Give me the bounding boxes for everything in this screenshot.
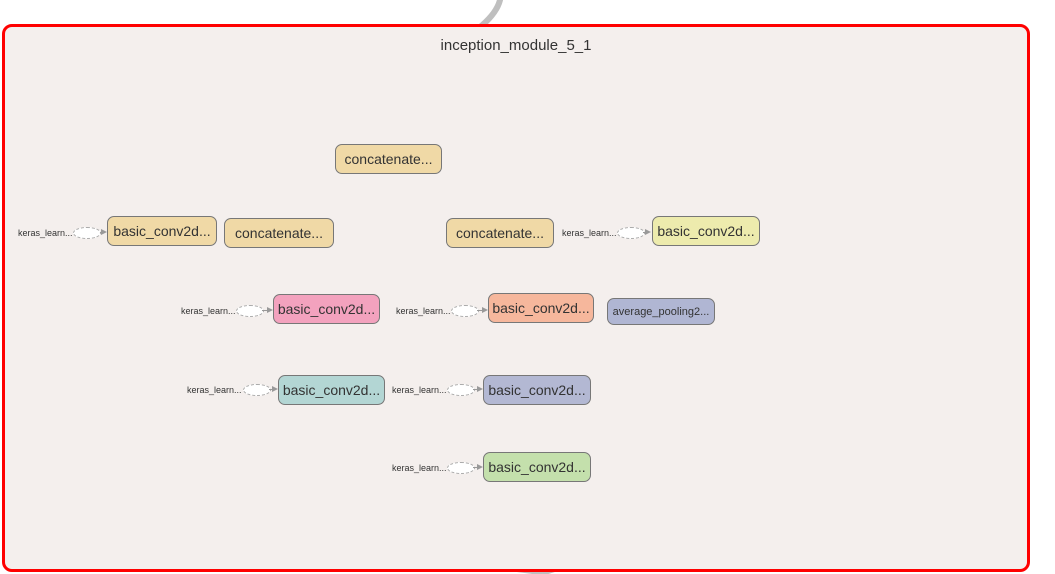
- keras-learning-ellipse[interactable]: [447, 384, 475, 396]
- concatenate-node-top[interactable]: concatenate...: [335, 144, 442, 174]
- input-arrow: [643, 229, 651, 235]
- keras-learning-label: keras_learn...: [392, 463, 447, 473]
- basic-conv2d-node-right[interactable]: basic_conv2d...: [652, 216, 760, 246]
- input-arrow: [100, 229, 107, 235]
- keras-learning-label: keras_learn...: [562, 228, 617, 238]
- basic-conv2d-node-pink[interactable]: basic_conv2d...: [273, 294, 380, 324]
- basic-conv2d-node-teal[interactable]: basic_conv2d...: [278, 375, 385, 405]
- keras-learning-label: keras_learn...: [181, 306, 236, 316]
- keras-learning-label: keras_learn...: [187, 385, 242, 395]
- concatenate-node-left[interactable]: concatenate...: [224, 218, 334, 248]
- keras-learning-ellipse[interactable]: [236, 305, 264, 317]
- basic-conv2d-node-orange[interactable]: basic_conv2d...: [488, 293, 594, 323]
- input-arrow: [269, 386, 278, 392]
- average-pooling2d-node[interactable]: average_pooling2...: [607, 298, 715, 325]
- module-title: inception_module_5_1: [440, 37, 592, 54]
- input-arrow: [477, 307, 488, 313]
- keras-learning-ellipse[interactable]: [73, 227, 101, 239]
- keras-learning-ellipse[interactable]: [617, 227, 645, 239]
- keras-learning-label: keras_learn...: [18, 228, 73, 238]
- keras-learning-ellipse[interactable]: [243, 384, 271, 396]
- input-arrow: [473, 386, 483, 392]
- basic-conv2d-node-blue[interactable]: basic_conv2d...: [483, 375, 591, 405]
- keras-learning-label: keras_learn...: [396, 306, 451, 316]
- keras-learning-ellipse[interactable]: [451, 305, 479, 317]
- keras-learning-ellipse[interactable]: [447, 462, 475, 474]
- concatenate-node-right[interactable]: concatenate...: [446, 218, 554, 248]
- basic-conv2d-node-green[interactable]: basic_conv2d...: [483, 452, 591, 482]
- basic-conv2d-node-left[interactable]: basic_conv2d...: [107, 216, 217, 246]
- keras-learning-label: keras_learn...: [392, 385, 447, 395]
- input-arrow: [473, 464, 483, 470]
- input-arrow: [262, 307, 273, 313]
